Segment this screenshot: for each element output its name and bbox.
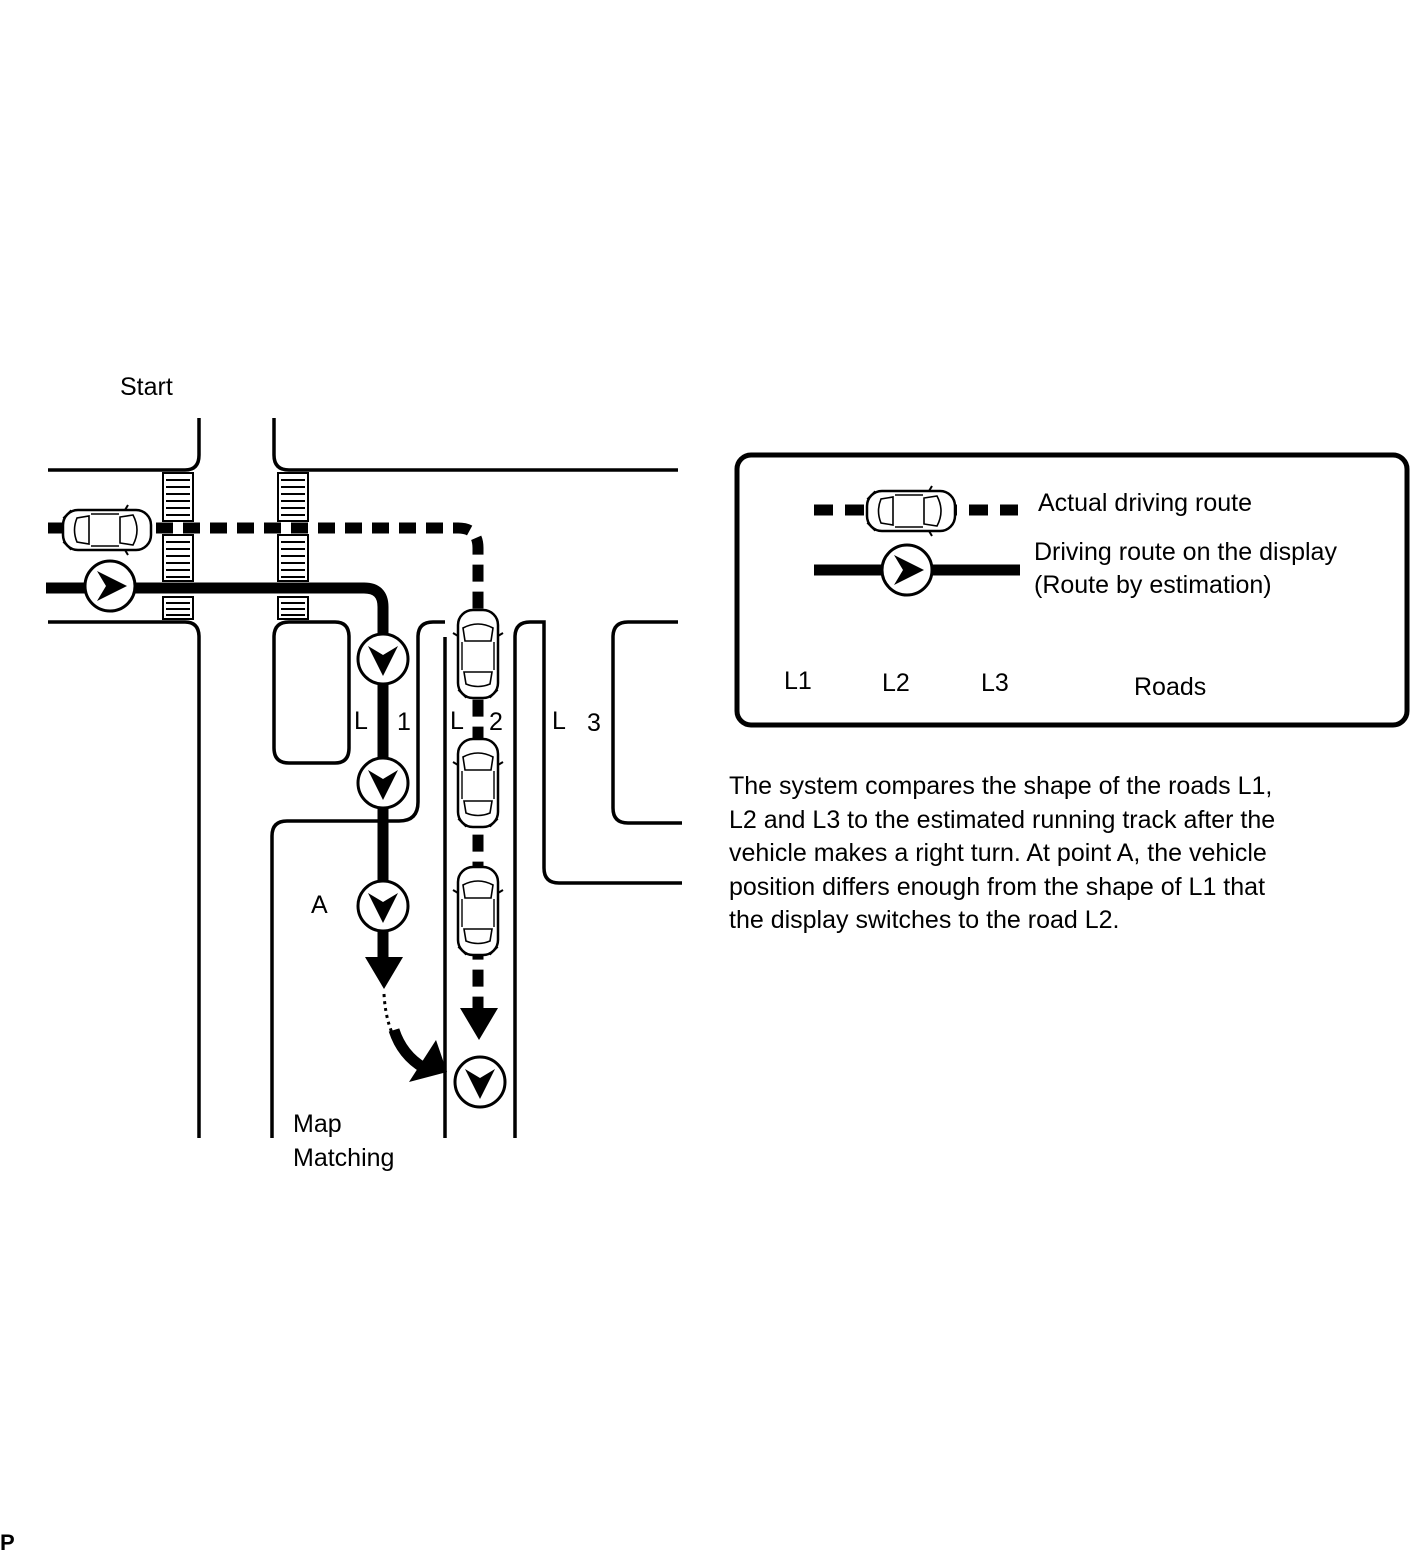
display-vehicle-mark-2 xyxy=(356,756,410,810)
vehicle-car-start xyxy=(61,503,153,557)
legend-road-l2: L2 xyxy=(882,669,910,697)
map-matching-label-line1: Map xyxy=(293,1110,342,1138)
display-vehicle-mark-point-a xyxy=(356,879,410,933)
corner-mark: P xyxy=(0,1530,15,1555)
display-vehicle-mark-1 xyxy=(356,632,410,686)
legend-road-l1: L1 xyxy=(784,667,812,695)
legend-vehicle-mark xyxy=(880,543,934,597)
start-label: Start xyxy=(120,373,173,401)
crosswalks xyxy=(162,472,309,620)
description-line-3: vehicle makes a right turn. At point A, … xyxy=(729,839,1267,867)
display-vehicle-mark-matched xyxy=(453,1055,507,1109)
road-l2-number: 2 xyxy=(489,708,503,736)
legend-car xyxy=(865,484,957,538)
legend-roads-label: Roads xyxy=(1134,673,1207,701)
map-matching-label-line2: Matching xyxy=(293,1144,395,1172)
legend-display-route-label-line1: Driving route on the display xyxy=(1034,538,1337,566)
display-route-arrowhead xyxy=(365,957,403,989)
point-a-label: A xyxy=(311,891,328,919)
description-line-4: position differs enough from the shape o… xyxy=(729,872,1266,901)
legend-display-route-label-line2: (Route by estimation) xyxy=(1034,571,1272,599)
legend-road-l3: L3 xyxy=(981,669,1009,697)
vehicle-car-3 xyxy=(451,865,505,957)
map-matching-arrowhead xyxy=(409,1040,447,1082)
description-line-1: The system compares the shape of the roa… xyxy=(729,772,1273,800)
vehicle-car-2 xyxy=(451,737,505,829)
legend-actual-route-label: Actual driving route xyxy=(1038,489,1253,517)
display-vehicle-mark-start xyxy=(83,559,137,613)
vehicle-car-1 xyxy=(451,608,505,700)
legend-box xyxy=(734,452,1410,728)
actual-route-line xyxy=(48,522,484,1018)
road-l1-letter: L xyxy=(354,707,368,735)
description-text: The system compares the shape of the roa… xyxy=(729,770,1369,938)
road-l3-number: 3 xyxy=(587,709,601,737)
road-l3-letter: L xyxy=(552,707,566,735)
map-matching-arrow-body xyxy=(388,1028,427,1073)
road-l1-number: 1 xyxy=(397,708,411,736)
road-l2-letter: L xyxy=(450,707,464,735)
road-network xyxy=(48,418,682,1138)
actual-route-arrowhead xyxy=(460,1008,498,1040)
description-line-5: the display switches to the road L2. xyxy=(729,906,1120,934)
description-line-2: L2 and L3 to the estimated running track… xyxy=(729,805,1276,834)
display-route-line xyxy=(46,582,389,960)
